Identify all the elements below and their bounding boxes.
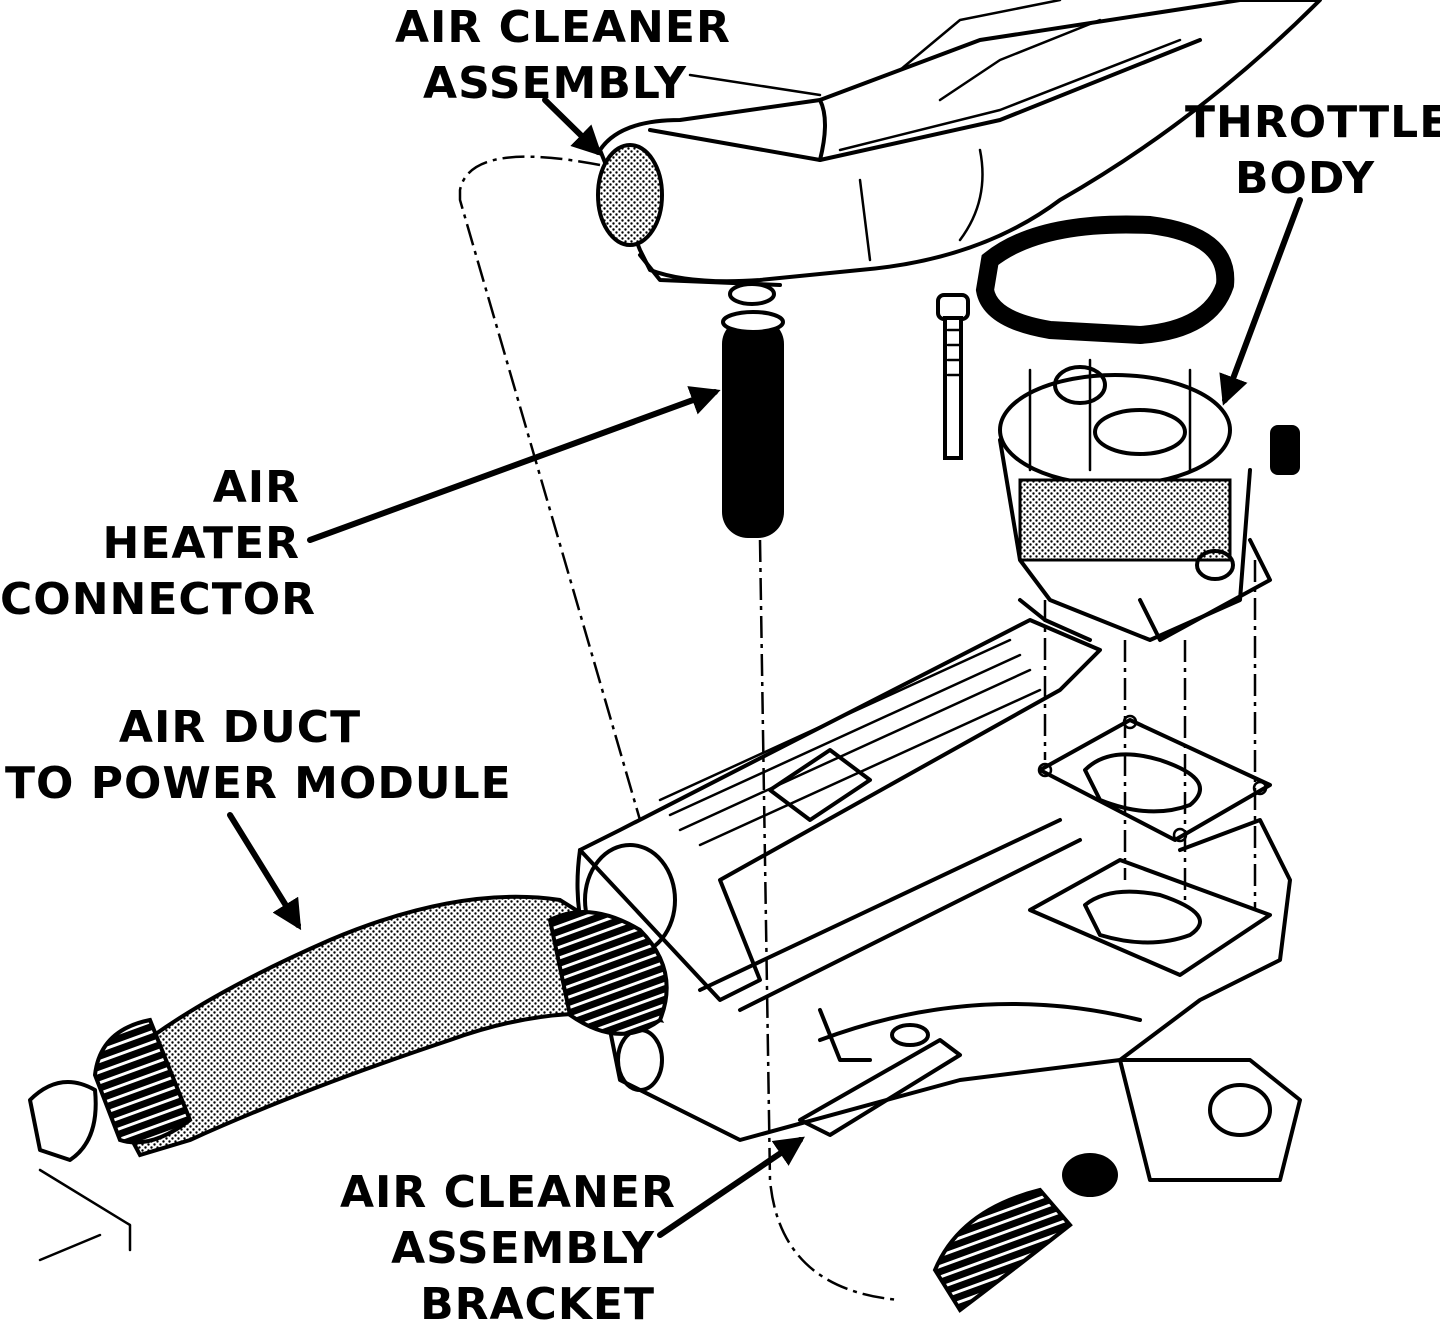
reference-line-center <box>758 539 901 1302</box>
corrugated-duct-icon <box>92 894 1118 1313</box>
label-line: CONNECTOR <box>0 574 316 625</box>
leader-air-cleaner <box>542 97 603 157</box>
throttle-gasket-upper-icon <box>1037 714 1272 843</box>
label-air-duct: AIR DUCT TO POWER MODULE <box>5 700 512 812</box>
gasket-ring-icon <box>975 215 1235 345</box>
label-line: ASSEMBLY <box>391 1223 655 1274</box>
label-line: AIR CLEANER <box>340 1167 676 1218</box>
label-line: TO POWER MODULE <box>5 758 512 809</box>
clamp-fragment-icon <box>28 1080 132 1262</box>
label-air-cleaner-bracket: AIR CLEANER ASSEMBLY BRACKET <box>340 1165 676 1333</box>
intake-manifold-icon <box>575 618 1302 1182</box>
label-line: BODY <box>1234 153 1376 204</box>
label-air-heater-connector: AIR HEATER CONNECTOR <box>0 460 316 628</box>
leader-throttle-body <box>1219 197 1303 406</box>
reference-line-left <box>458 155 642 821</box>
label-line: THROTTLE <box>1185 97 1440 148</box>
mounting-bracket-icon <box>798 1008 962 1137</box>
leader-air-cleaner-dashed <box>688 73 822 97</box>
label-air-cleaner-assembly: AIR CLEANER ASSEMBLY <box>395 0 731 112</box>
heater-connector-tube-icon <box>721 310 785 538</box>
label-line: ASSEMBLY <box>423 58 687 109</box>
label-line: AIR <box>212 462 300 513</box>
bolt-icon <box>936 293 970 460</box>
leader-air-duct <box>227 812 302 931</box>
label-line: AIR DUCT <box>118 702 362 753</box>
label-throttle-body: THROTTLE BODY <box>1185 95 1440 207</box>
throttle-gasket-lower-icon <box>1028 858 1272 977</box>
label-line: BRACKET <box>420 1279 655 1330</box>
leader-bracket <box>657 1136 805 1238</box>
label-line: AIR CLEANER <box>395 2 731 53</box>
air-cleaner-housing-icon <box>596 0 1322 306</box>
label-line: HEATER <box>102 518 300 569</box>
throttle-body-icon <box>998 358 1300 642</box>
leader-heater-connector <box>307 386 721 543</box>
